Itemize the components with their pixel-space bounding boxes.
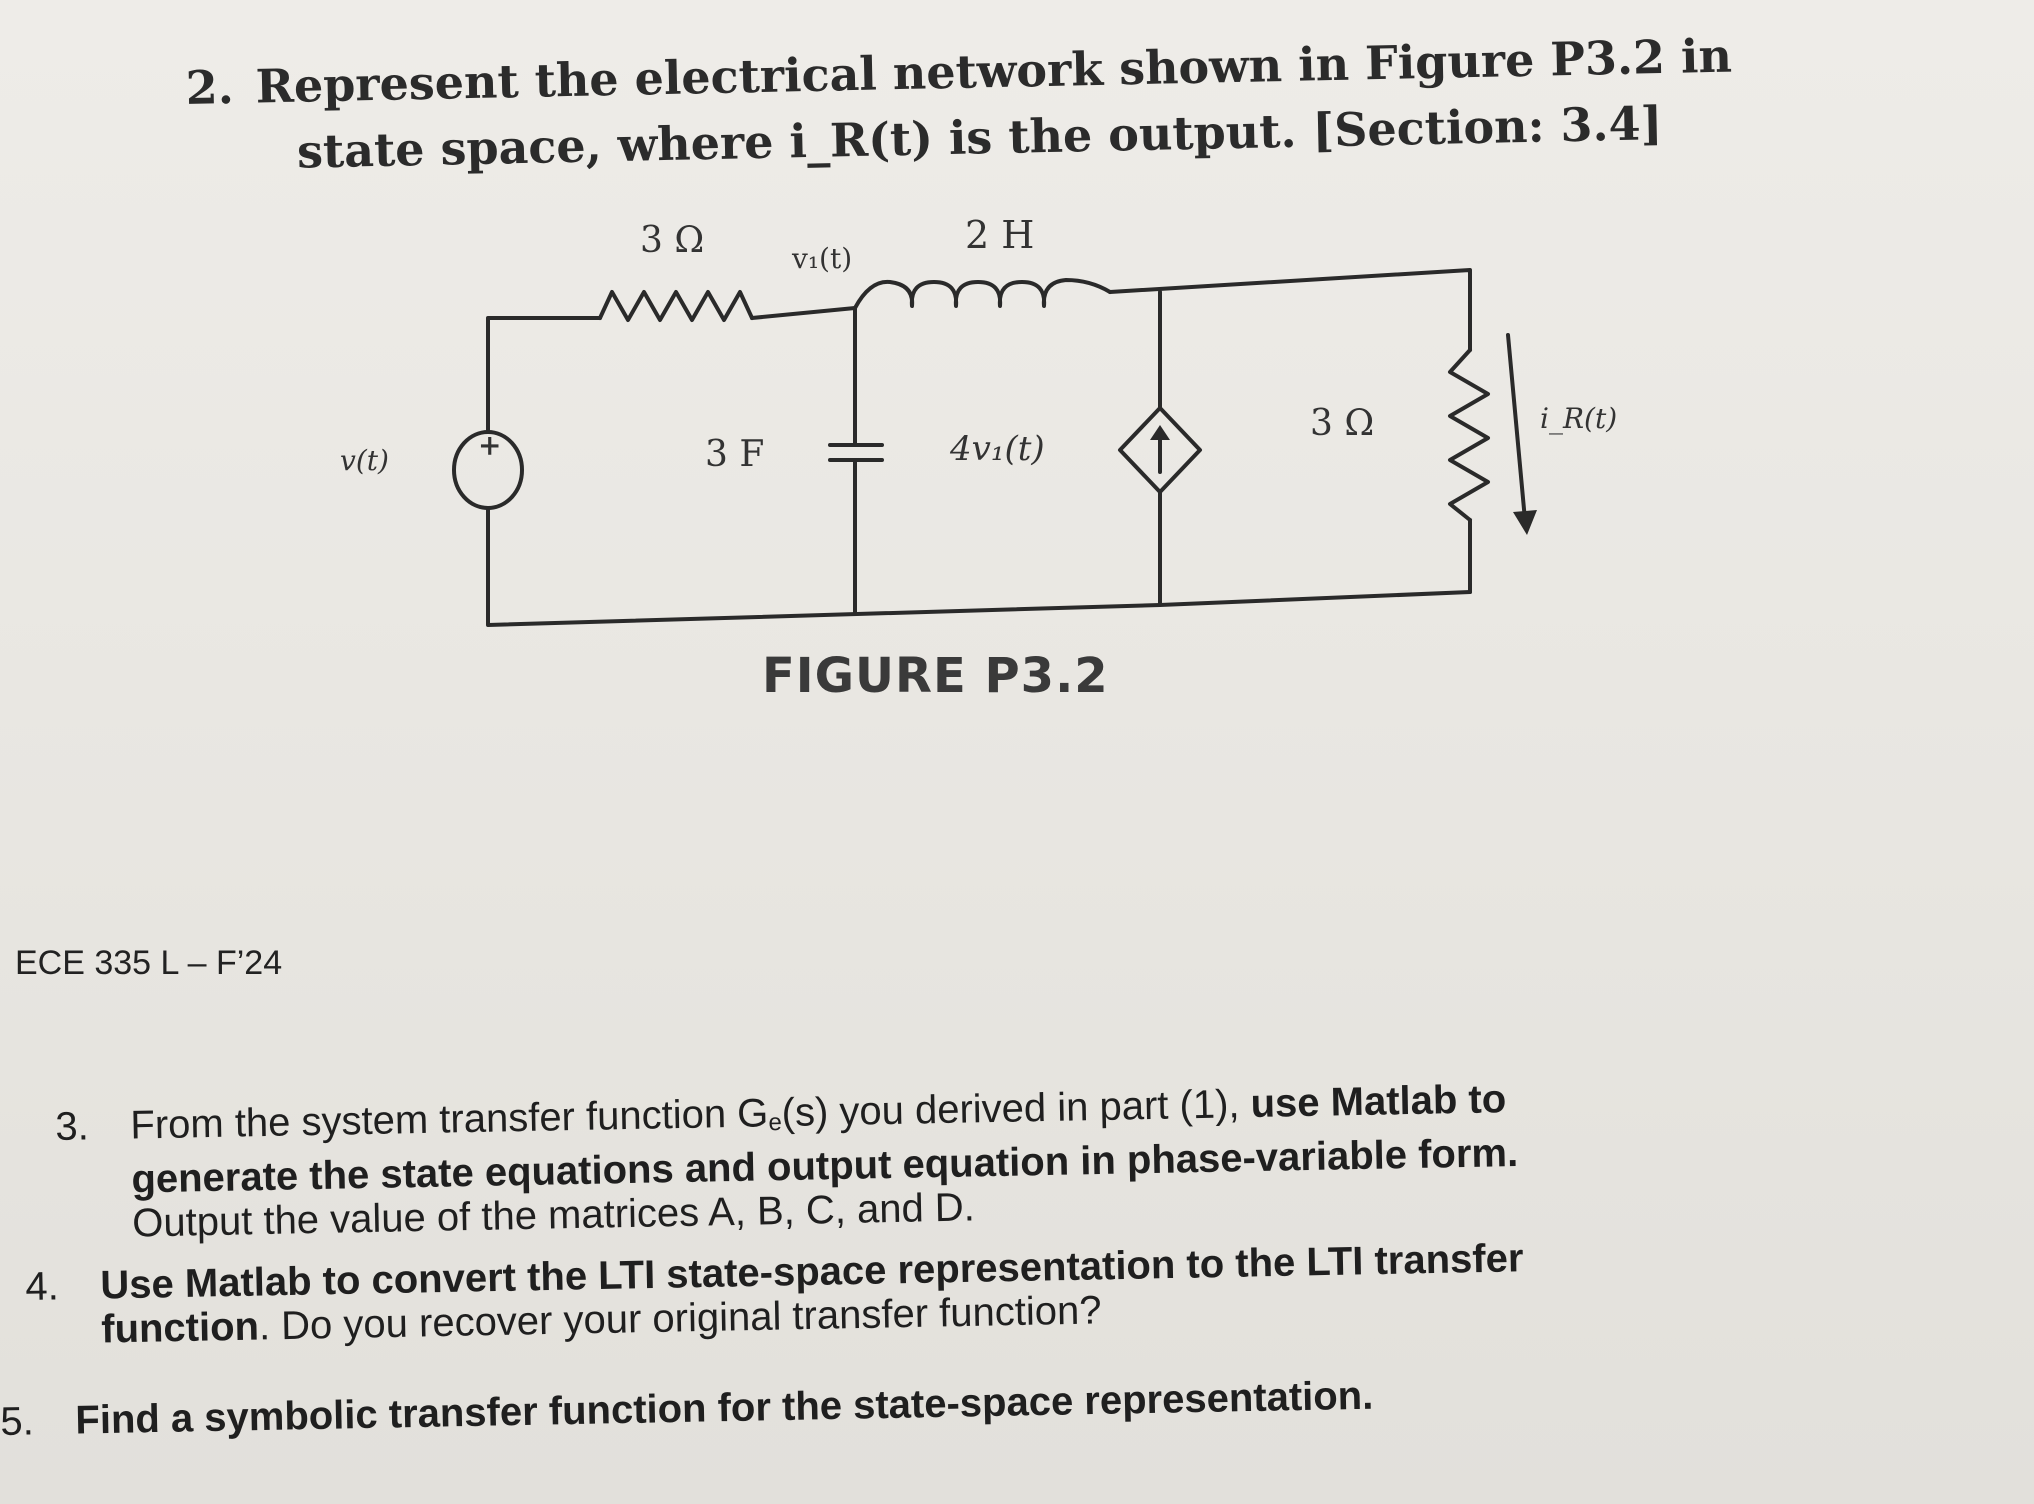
resistor-1-label: 3 Ω [640,220,704,261]
wire-top-right [1108,268,1472,352]
resistor-1 [598,290,754,322]
node-voltage-label: v₁(t) [791,242,852,275]
current-arrow-line [1506,333,1527,522]
problem-3-text-1-bold: use Matlab to [1250,1077,1507,1127]
capacitor-label: 3 F [705,434,764,475]
current-arrow-head [1513,510,1537,535]
wire-left-top [486,316,602,434]
source-label: v(t) [340,444,389,477]
problem-3-subscript: e [768,1109,783,1137]
resistor-2-label: 3 Ω [1310,403,1374,444]
wire-to-node [750,306,857,320]
inductor-label: 2 H [965,213,1034,257]
wire-bottom [486,506,1472,627]
resistor-2 [1448,348,1490,522]
voltage-source [452,430,524,510]
source-sign: + [478,429,501,462]
dependent-source-label: 4v₁(t) [949,429,1045,469]
current-label: i_R(t) [1540,402,1617,435]
problem-3-text-1b: (s) you derived in part (1), [781,1082,1252,1136]
course-tag: ECE 335 L – F’24 [15,944,283,982]
inductor [853,278,1112,310]
problem-4-number: 4. [25,1264,60,1309]
dependent-source-arrowhead [1150,425,1170,440]
problem-4-text-2-bold: function [100,1304,260,1352]
figure-caption: FIGURE P3.2 [762,648,1109,704]
problem-5-number: 5. [0,1399,35,1444]
problem-3-number: 3. [55,1104,90,1149]
